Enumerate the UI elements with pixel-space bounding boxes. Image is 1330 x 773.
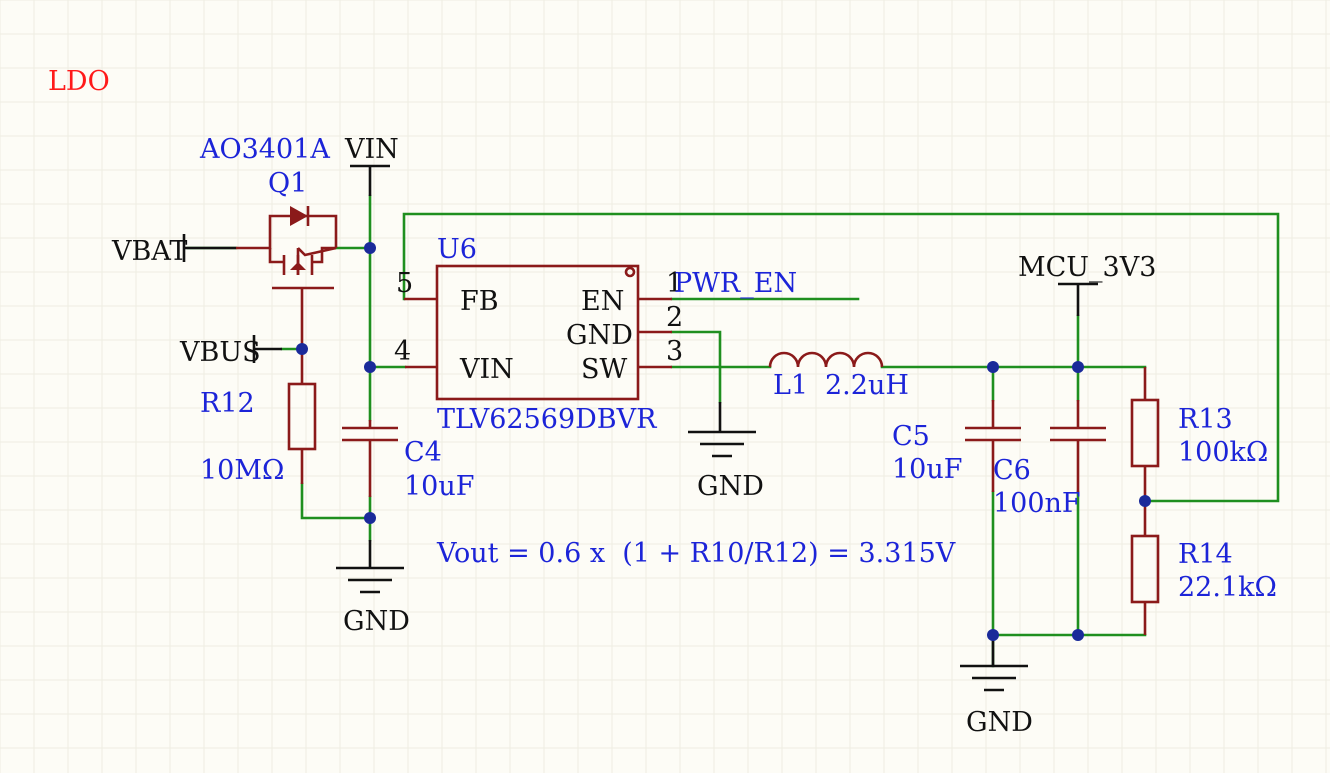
power-symbols [182, 164, 1098, 692]
c6-capacitor[interactable] [1050, 400, 1106, 492]
u6-pin-gnd-number: 2 [666, 302, 683, 333]
r14-resistor[interactable] [1130, 534, 1160, 635]
junction-dot [364, 242, 376, 254]
junction-dot [1072, 361, 1084, 373]
r14-value: 22.1kΩ [1178, 572, 1277, 603]
pwr-en-net-label: PWR_EN [674, 268, 797, 299]
c4-value: 10uF [404, 471, 474, 502]
c6-designator: C6 [993, 455, 1031, 486]
junction-dot [987, 361, 999, 373]
l1-designator: L1 [773, 370, 808, 401]
r12-resistor[interactable] [287, 349, 317, 484]
u6-pin-gnd-name: GND [566, 320, 633, 351]
mcu3v3-net-label: MCU_3V3 [1018, 252, 1156, 283]
gnd-label-right: GND [966, 707, 1033, 738]
r13-designator: R13 [1178, 404, 1233, 435]
wires [186, 194, 1280, 668]
l1-inductor[interactable] [768, 351, 884, 368]
r12-value: 10MΩ [200, 455, 284, 486]
l1-value: 2.2uH [825, 370, 909, 401]
r14-designator: R14 [1178, 539, 1233, 570]
r13-value: 100kΩ [1178, 437, 1268, 468]
u6-part-label: TLV62569DBVR [437, 404, 657, 435]
junction-dot [296, 343, 308, 355]
vin-net-label: VIN [344, 134, 399, 165]
junction-dot [1139, 495, 1151, 507]
c5-capacitor[interactable] [965, 400, 1021, 492]
vout-formula-note: Vout = 0.6 x (1 + R10/R12) = 3.315V [436, 538, 956, 569]
c4-capacitor[interactable] [342, 420, 398, 497]
c4-designator: C4 [404, 437, 442, 468]
r13-resistor[interactable] [1130, 367, 1160, 536]
vbus-net-label: VBUS [179, 337, 261, 368]
q1-part-label: AO3401A [199, 134, 330, 165]
wire-u6-gnd [670, 330, 722, 404]
junction-dot [1072, 629, 1084, 641]
junction-dot [987, 629, 999, 641]
u6-pin-en-number: 1 [666, 268, 683, 299]
vbat-net-label: VBAT [111, 236, 187, 267]
r12-designator: R12 [200, 388, 255, 419]
q1-designator: Q1 [268, 168, 307, 199]
q1-mosfet[interactable] [236, 206, 338, 349]
junction-dot [364, 512, 376, 524]
sheet-title: LDO [48, 66, 110, 97]
gnd-label-left: GND [343, 606, 410, 637]
u6-pin-fb-name: FB [460, 286, 499, 317]
u6-pin-vin-number: 4 [394, 336, 411, 367]
u6-ic-body[interactable] [404, 264, 672, 401]
junction-dot [364, 361, 376, 373]
c5-value: 10uF [892, 454, 962, 485]
u6-pin-sw-number: 3 [666, 336, 683, 367]
u6-pin-sw-name: SW [581, 354, 627, 385]
c5-designator: C5 [892, 421, 930, 452]
wire-fb-feedback [402, 212, 1280, 503]
c6-value: 100nF [993, 488, 1081, 519]
gnd-label-middle: GND [697, 471, 764, 502]
junctions [296, 242, 1151, 641]
u6-designator: U6 [437, 234, 477, 265]
u6-pin-en-name: EN [581, 286, 624, 317]
u6-pin-vin-name: VIN [459, 354, 514, 385]
u6-pin-fb-number: 5 [396, 268, 413, 299]
wire-r12-gnd [300, 482, 372, 520]
